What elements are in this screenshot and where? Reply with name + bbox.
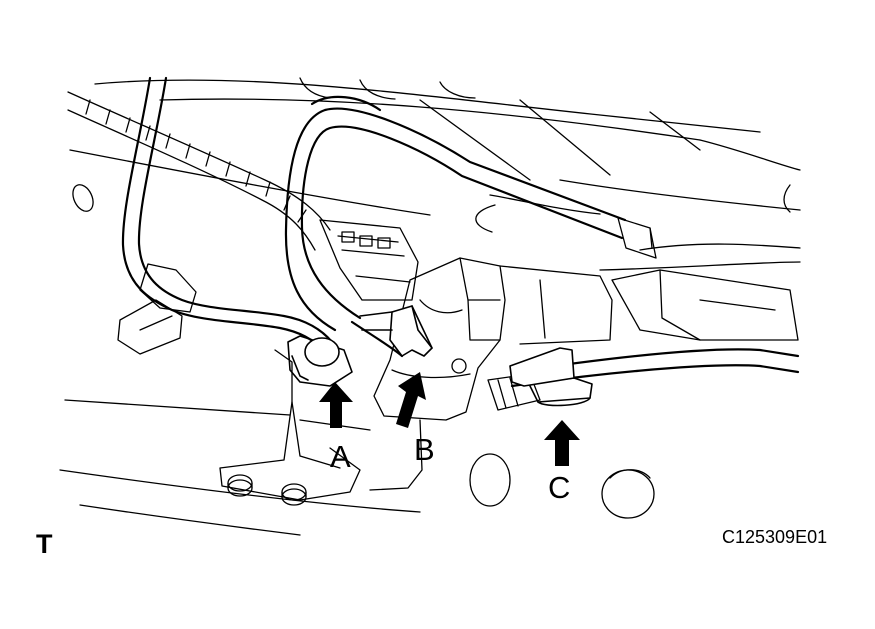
body-holes xyxy=(72,184,655,519)
corner-mark: T xyxy=(36,529,53,559)
tube-clamp-a xyxy=(287,335,353,387)
electrical-connector xyxy=(319,219,419,301)
brake-tube-u-loop xyxy=(284,95,627,358)
callout-label-c: C xyxy=(548,470,570,505)
tube-clamp-c xyxy=(509,347,593,407)
callout-label-a: A xyxy=(330,439,351,474)
arrow-c xyxy=(544,420,580,466)
tube-end-fitting xyxy=(617,217,657,259)
bolt xyxy=(281,483,307,506)
callout-label-b: B xyxy=(414,432,435,467)
bolt xyxy=(227,474,253,497)
tube-clip-left xyxy=(117,263,197,355)
arrow-a xyxy=(319,382,353,428)
brake-tube-left xyxy=(121,76,334,352)
arrow-b xyxy=(396,372,426,428)
figure-code: C125309E01 xyxy=(722,527,827,547)
right-bracket xyxy=(611,269,799,341)
mounting-bracket xyxy=(219,349,423,501)
valve-body xyxy=(373,257,613,421)
tube-clamp-b xyxy=(359,305,433,357)
wire-harness xyxy=(67,91,331,251)
